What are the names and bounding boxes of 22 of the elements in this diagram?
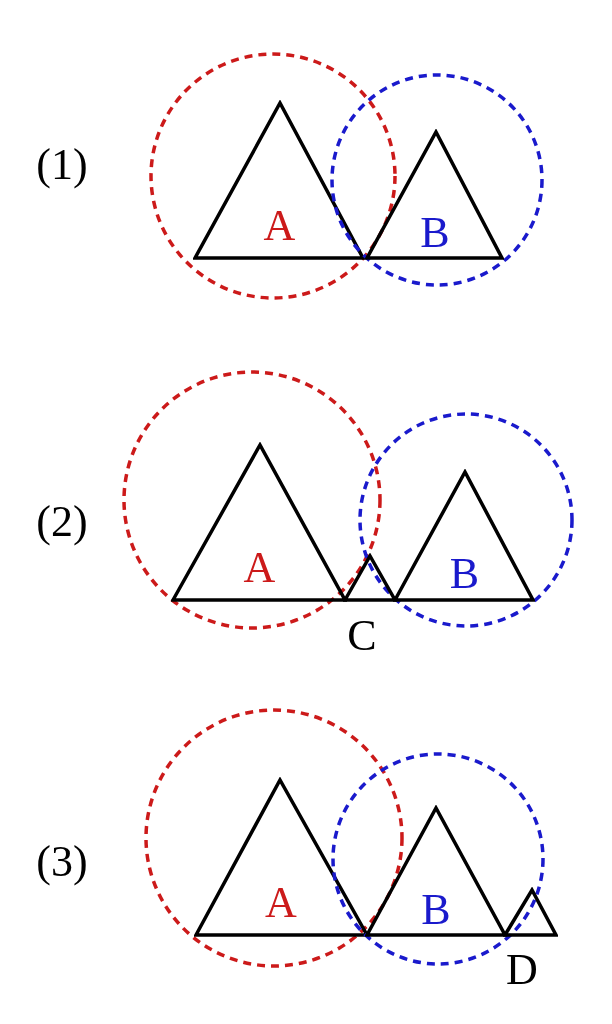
panel-number: (3) bbox=[36, 840, 88, 884]
dashed-circle bbox=[149, 52, 397, 300]
triangle bbox=[393, 469, 535, 602]
triangle bbox=[343, 553, 397, 602]
triangle bbox=[365, 805, 507, 937]
triangle bbox=[171, 442, 347, 602]
triangle-label: B bbox=[421, 887, 451, 932]
triangle bbox=[193, 100, 365, 260]
triangle-label: D bbox=[506, 948, 538, 992]
triangle-label: C bbox=[347, 614, 377, 658]
panel-number: (2) bbox=[36, 500, 88, 544]
triangle bbox=[194, 777, 369, 937]
panel-number: (1) bbox=[36, 143, 88, 187]
dashed-circle bbox=[330, 73, 544, 287]
triangle-label: B bbox=[420, 210, 450, 255]
triangle bbox=[503, 887, 558, 937]
triangle-label: A bbox=[263, 204, 296, 249]
triangle-label: A bbox=[265, 881, 297, 926]
dashed-circle bbox=[144, 708, 404, 968]
triangle bbox=[365, 129, 504, 260]
triangle-label: B bbox=[449, 552, 479, 597]
triangle-label: A bbox=[243, 546, 276, 591]
